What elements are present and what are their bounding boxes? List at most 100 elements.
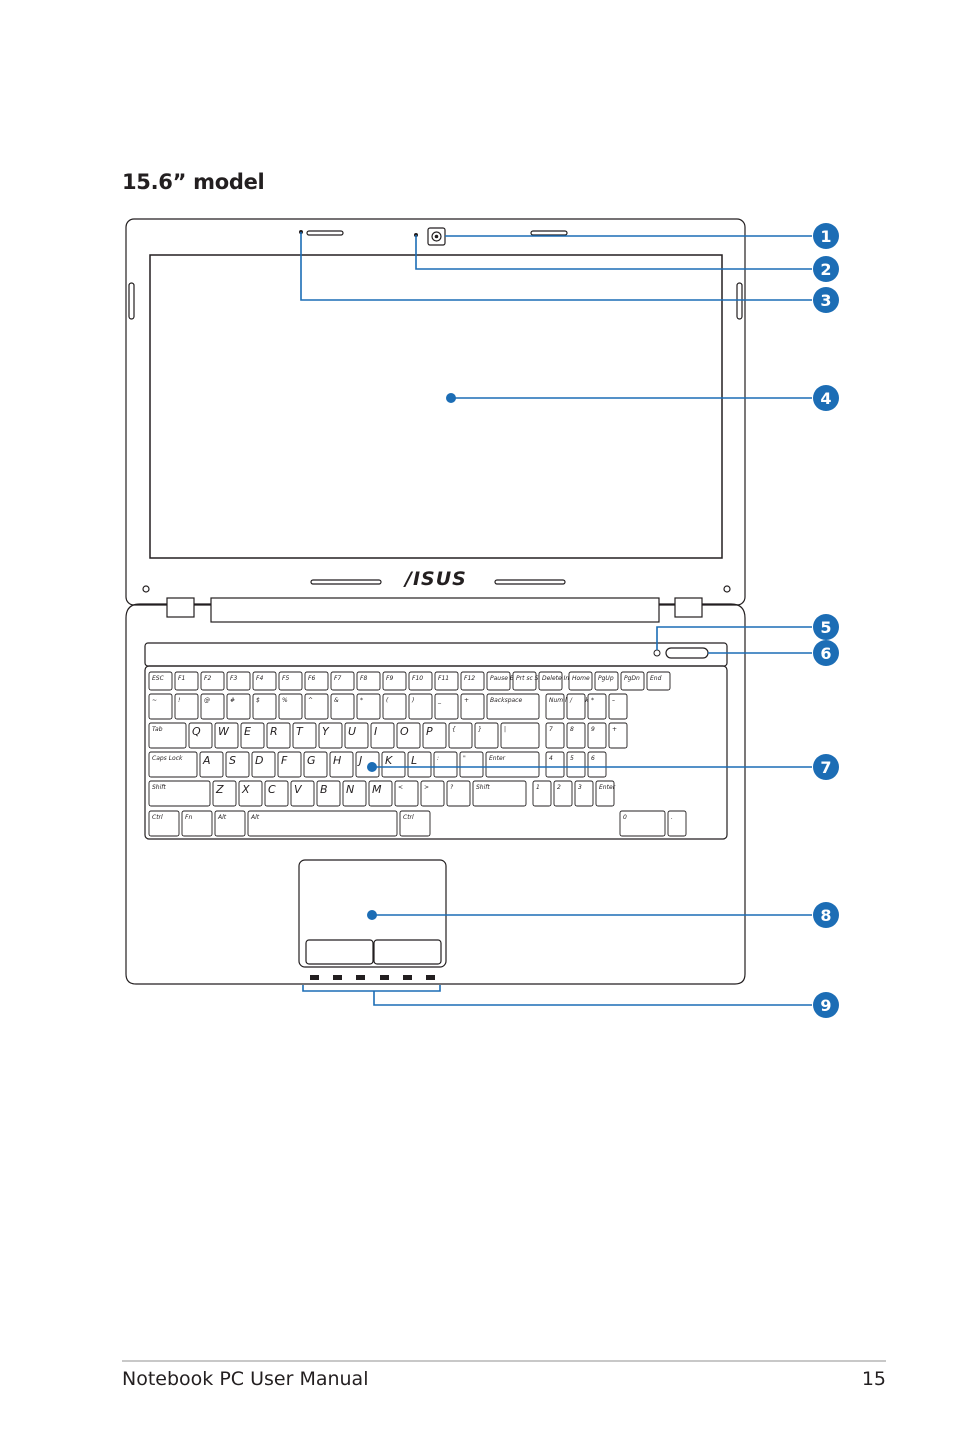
svg-text:): ) bbox=[411, 697, 414, 704]
svg-text:Delete Insert: Delete Insert bbox=[542, 675, 581, 682]
key-: _ bbox=[434, 693, 459, 720]
svg-text:F2: F2 bbox=[204, 675, 211, 682]
callout-dots bbox=[367, 393, 456, 920]
svg-text:Q: Q bbox=[192, 725, 201, 738]
svg-text:Fn: Fn bbox=[185, 814, 192, 821]
key-: { bbox=[448, 722, 473, 749]
key-pause-break: Pause Break bbox=[486, 671, 528, 691]
svg-text:R: R bbox=[270, 725, 278, 738]
svg-text:8: 8 bbox=[570, 726, 574, 733]
key-v: V bbox=[290, 780, 315, 807]
key-i: I bbox=[370, 722, 395, 749]
key-w: W bbox=[214, 722, 239, 749]
key-f2: F2 bbox=[200, 671, 225, 691]
svg-text:M: M bbox=[372, 783, 382, 796]
svg-text:?: ? bbox=[450, 784, 454, 791]
key-x: X bbox=[238, 780, 263, 807]
key-: @ bbox=[200, 693, 225, 720]
key-l: L bbox=[407, 751, 432, 778]
callout-lines bbox=[300, 232, 812, 1006]
key-: & bbox=[330, 693, 355, 720]
svg-text:Enter: Enter bbox=[599, 784, 616, 791]
svg-text:3: 3 bbox=[820, 291, 831, 310]
svg-text:B: B bbox=[320, 783, 328, 796]
key-f4: F4 bbox=[252, 671, 277, 691]
svg-text:Ctrl: Ctrl bbox=[403, 814, 414, 821]
key-b: B bbox=[316, 780, 341, 807]
key-: : bbox=[433, 751, 458, 778]
svg-text:A: A bbox=[202, 754, 211, 767]
key-g: G bbox=[303, 751, 328, 778]
svg-text:{: { bbox=[452, 726, 456, 733]
svg-text:Caps Lock: Caps Lock bbox=[152, 755, 183, 762]
key-pgdn: PgDn bbox=[620, 671, 645, 691]
svg-text:7: 7 bbox=[820, 758, 831, 777]
key-f8: F8 bbox=[356, 671, 381, 691]
key-shift: Shift bbox=[472, 780, 527, 807]
svg-text:F11: F11 bbox=[438, 675, 449, 682]
svg-text:F9: F9 bbox=[386, 675, 393, 682]
key-f5: F5 bbox=[278, 671, 303, 691]
svg-text:F8: F8 bbox=[360, 675, 367, 682]
svg-text:>: > bbox=[424, 784, 429, 791]
key-: < bbox=[394, 780, 419, 807]
callout-4: 4 bbox=[813, 385, 839, 411]
key-3: 3 bbox=[574, 780, 594, 807]
svg-text:Shift: Shift bbox=[476, 784, 490, 791]
brand-logo: /ISUS bbox=[403, 568, 467, 590]
svg-text:.: . bbox=[671, 814, 673, 821]
key-c: C bbox=[264, 780, 289, 807]
svg-text:W: W bbox=[218, 725, 230, 738]
svg-text:Pause Break: Pause Break bbox=[490, 675, 528, 682]
svg-text:K: K bbox=[385, 754, 393, 767]
callout-6: 6 bbox=[813, 640, 839, 666]
key-: + bbox=[460, 693, 485, 720]
svg-text:F1: F1 bbox=[178, 675, 185, 682]
key-f7: F7 bbox=[330, 671, 355, 691]
key-: ^ bbox=[304, 693, 329, 720]
key-enter: Enter bbox=[595, 780, 616, 807]
svg-text:F7: F7 bbox=[334, 675, 341, 682]
svg-text:6: 6 bbox=[591, 755, 595, 762]
svg-text:Alt: Alt bbox=[217, 814, 227, 821]
key-backspace: Backspace bbox=[486, 693, 540, 720]
key-7: 7 bbox=[545, 722, 565, 749]
key-f1: F1 bbox=[174, 671, 199, 691]
touchpad bbox=[298, 859, 447, 968]
key-: | bbox=[500, 722, 540, 749]
key-esc: ESC bbox=[148, 671, 173, 691]
svg-text:Prt sc Sysrq: Prt sc Sysrq bbox=[516, 675, 552, 682]
svg-text:&: & bbox=[334, 697, 339, 704]
key-ctrl: Ctrl bbox=[148, 810, 180, 837]
svg-text:#: # bbox=[230, 697, 235, 704]
key-: # bbox=[226, 693, 251, 720]
svg-text:PgUp: PgUp bbox=[598, 675, 614, 682]
key-shift: Shift bbox=[148, 780, 211, 807]
callout-1: 1 bbox=[813, 223, 839, 249]
svg-text:Home: Home bbox=[572, 675, 590, 682]
svg-text:End: End bbox=[650, 675, 662, 682]
svg-text:!: ! bbox=[178, 697, 180, 704]
key-tab: Tab bbox=[148, 722, 187, 749]
notebook-base bbox=[125, 597, 746, 985]
svg-text:D: D bbox=[255, 754, 263, 767]
footer-manual-title: Notebook PC User Manual bbox=[122, 1368, 369, 1390]
svg-text:S: S bbox=[229, 754, 236, 767]
key-9: 9 bbox=[587, 722, 607, 749]
key-t: T bbox=[292, 722, 317, 749]
svg-text:PgDn: PgDn bbox=[624, 675, 640, 682]
key-0: 0 bbox=[619, 810, 666, 837]
svg-text:+: + bbox=[464, 697, 469, 704]
key-e: E bbox=[240, 722, 265, 749]
key-f11: F11 bbox=[434, 671, 459, 691]
svg-text:–: – bbox=[612, 697, 615, 704]
svg-text:+: + bbox=[612, 726, 617, 733]
key-prt-sc-sysrq: Prt sc Sysrq bbox=[512, 671, 552, 691]
key-: $ bbox=[252, 693, 277, 720]
svg-text:L: L bbox=[411, 754, 417, 767]
key-k: K bbox=[381, 751, 406, 778]
svg-text:F3: F3 bbox=[230, 675, 237, 682]
svg-text:P: P bbox=[426, 725, 433, 738]
